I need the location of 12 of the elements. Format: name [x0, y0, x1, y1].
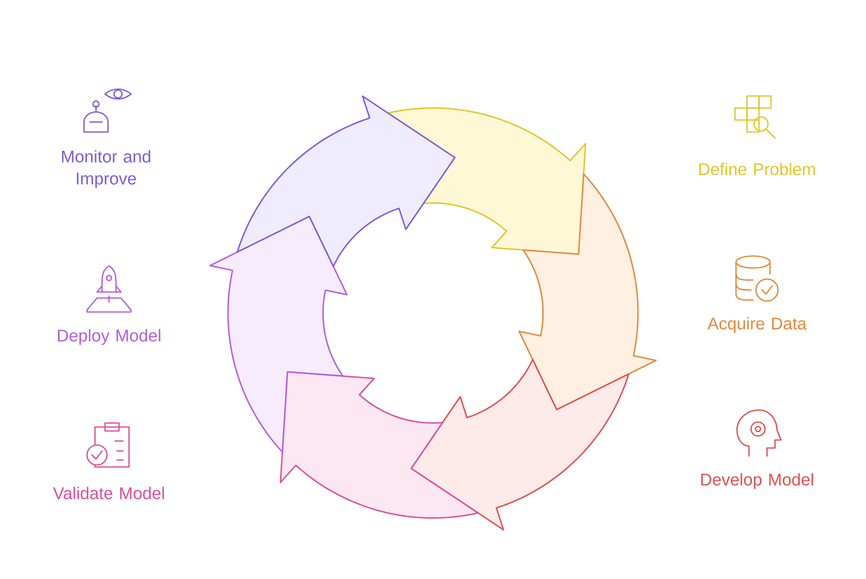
ring-segment	[280, 371, 479, 519]
step-label: Deploy Model	[58, 329, 160, 345]
step-label: Define Problem	[699, 162, 815, 176]
ring-segment	[410, 358, 630, 531]
step-label: Monitor and Improve	[62, 150, 150, 188]
step-label: Acquire Data	[707, 317, 807, 333]
ring-segment	[387, 107, 586, 255]
step-label: Validate Model	[53, 486, 164, 500]
ring-segment	[209, 216, 348, 453]
step-label: Develop Model	[701, 473, 813, 489]
ring-segment	[518, 173, 657, 410]
ring-segment	[236, 95, 456, 268]
